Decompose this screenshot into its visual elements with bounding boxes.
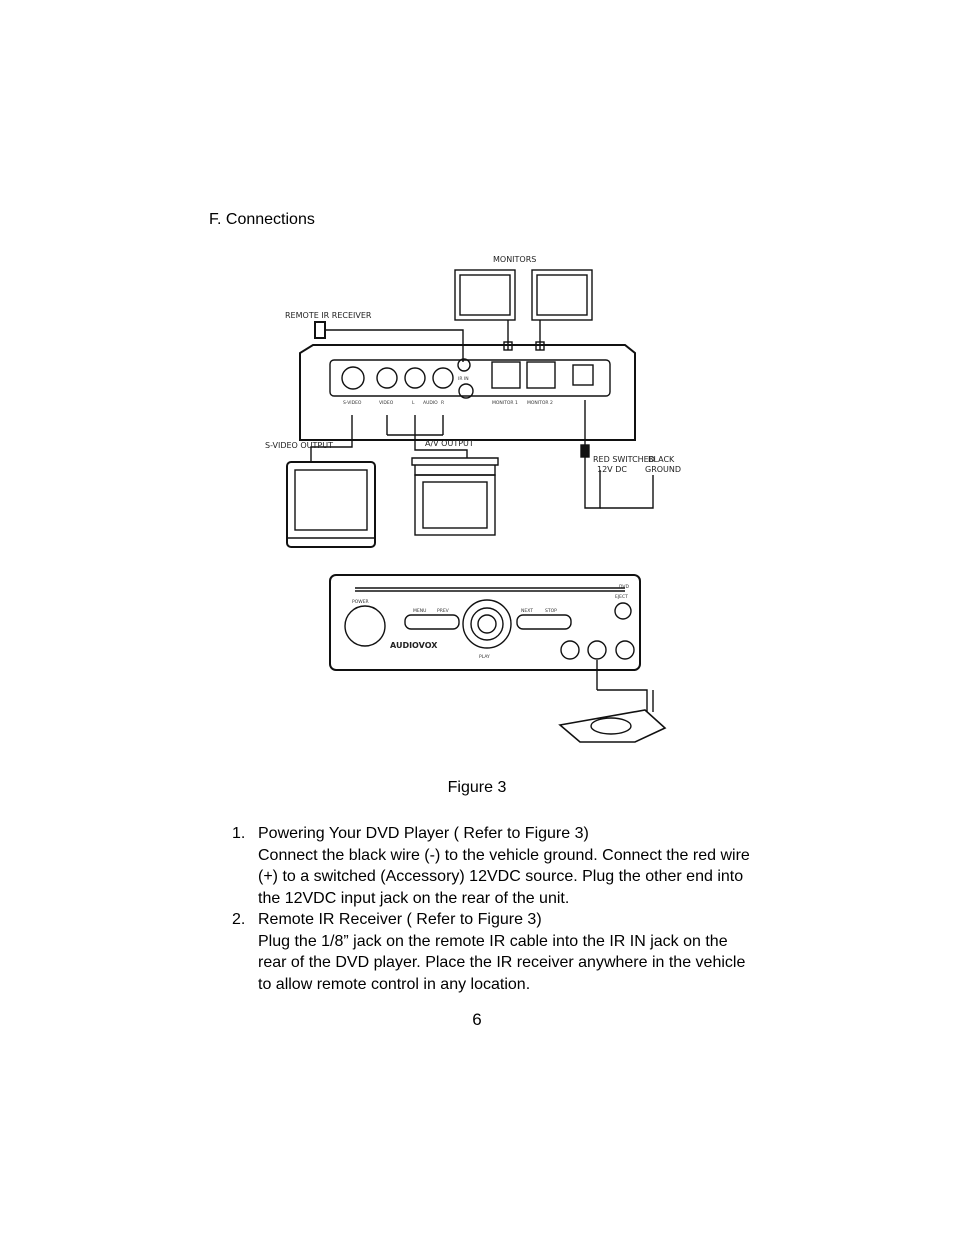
- svg-text:IR IN: IR IN: [458, 376, 469, 382]
- svg-text:POWER: POWER: [352, 599, 369, 605]
- svg-text:S-VIDEO: S-VIDEO: [343, 400, 362, 406]
- rear-panel-body: [299, 344, 636, 441]
- step-number: 2.: [232, 911, 246, 928]
- instruction-list: 1. Powering Your DVD Player ( Refer to F…: [232, 823, 752, 995]
- svg-text:AUDIO: AUDIO: [423, 400, 438, 406]
- section-heading: F. Connections: [209, 211, 315, 228]
- av-output-label: A/V OUTPUT: [425, 439, 474, 448]
- svg-text:STOP: STOP: [545, 608, 557, 614]
- front-panel: [329, 574, 641, 671]
- inline-fuse: [580, 444, 590, 458]
- svg-text:RED SWITCHED: RED SWITCHED: [593, 455, 655, 464]
- monitor1-port: [491, 361, 521, 389]
- step-body: Connect the black wire (-) to the vehicl…: [258, 846, 750, 907]
- ir-receiver: [314, 321, 326, 339]
- step-number: 1.: [232, 825, 246, 842]
- svideo-monitor: [286, 461, 376, 548]
- power-input-port: [572, 364, 594, 386]
- svg-text:PREV: PREV: [437, 608, 450, 614]
- svideo-output-label: S-VIDEO OUTPUT: [265, 441, 333, 450]
- overhead-monitor-1: [454, 269, 516, 321]
- svg-text:EJECT: EJECT: [615, 594, 628, 600]
- page-number: 6: [472, 1010, 482, 1029]
- svg-text:R: R: [441, 400, 444, 406]
- instruction-item: 2. Remote IR Receiver ( Refer to Figure …: [232, 909, 752, 995]
- svg-text:MONITOR 2: MONITOR 2: [527, 400, 553, 406]
- instruction-item: 1. Powering Your DVD Player ( Refer to F…: [232, 823, 752, 909]
- ir-in-jack: [457, 358, 471, 372]
- monitor2-port: [526, 361, 556, 389]
- svg-text:VIDEO: VIDEO: [379, 400, 394, 406]
- svg-text:12V DC: 12V DC: [597, 465, 627, 474]
- remote-ir-label: REMOTE IR RECEIVER: [285, 311, 372, 320]
- connection-diagram: MONITORS REMOTE IR RECEIVER S-VIDEO VIDE…: [255, 250, 695, 760]
- monitors-label: MONITORS: [493, 255, 536, 264]
- svg-text:PLAY: PLAY: [479, 654, 490, 660]
- av-monitor: [411, 457, 499, 536]
- step-title: Remote IR Receiver ( Refer to Figure 3): [258, 911, 542, 928]
- eject-button: [614, 602, 632, 620]
- game-console: [558, 709, 667, 743]
- svg-text:MENU: MENU: [413, 608, 426, 614]
- power-button: [344, 605, 386, 647]
- overhead-monitor-2: [531, 269, 593, 321]
- step-body: Plug the 1/8” jack on the remote IR cabl…: [258, 932, 746, 993]
- svg-text:DVD: DVD: [619, 584, 629, 590]
- svg-text:BLACK: BLACK: [648, 455, 675, 464]
- brand-logo: AUDIOVOX: [390, 641, 438, 650]
- step-title: Powering Your DVD Player ( Refer to Figu…: [258, 825, 589, 842]
- figure-caption: Figure 3: [447, 779, 507, 796]
- svg-text:MONITOR 1: MONITOR 1: [492, 400, 518, 406]
- connection-diagram-svg: MONITORS REMOTE IR RECEIVER S-VIDEO VIDE…: [265, 255, 681, 743]
- svg-text:L: L: [412, 400, 415, 406]
- svg-text:GROUND: GROUND: [645, 465, 681, 474]
- svg-text:NEXT: NEXT: [521, 608, 533, 614]
